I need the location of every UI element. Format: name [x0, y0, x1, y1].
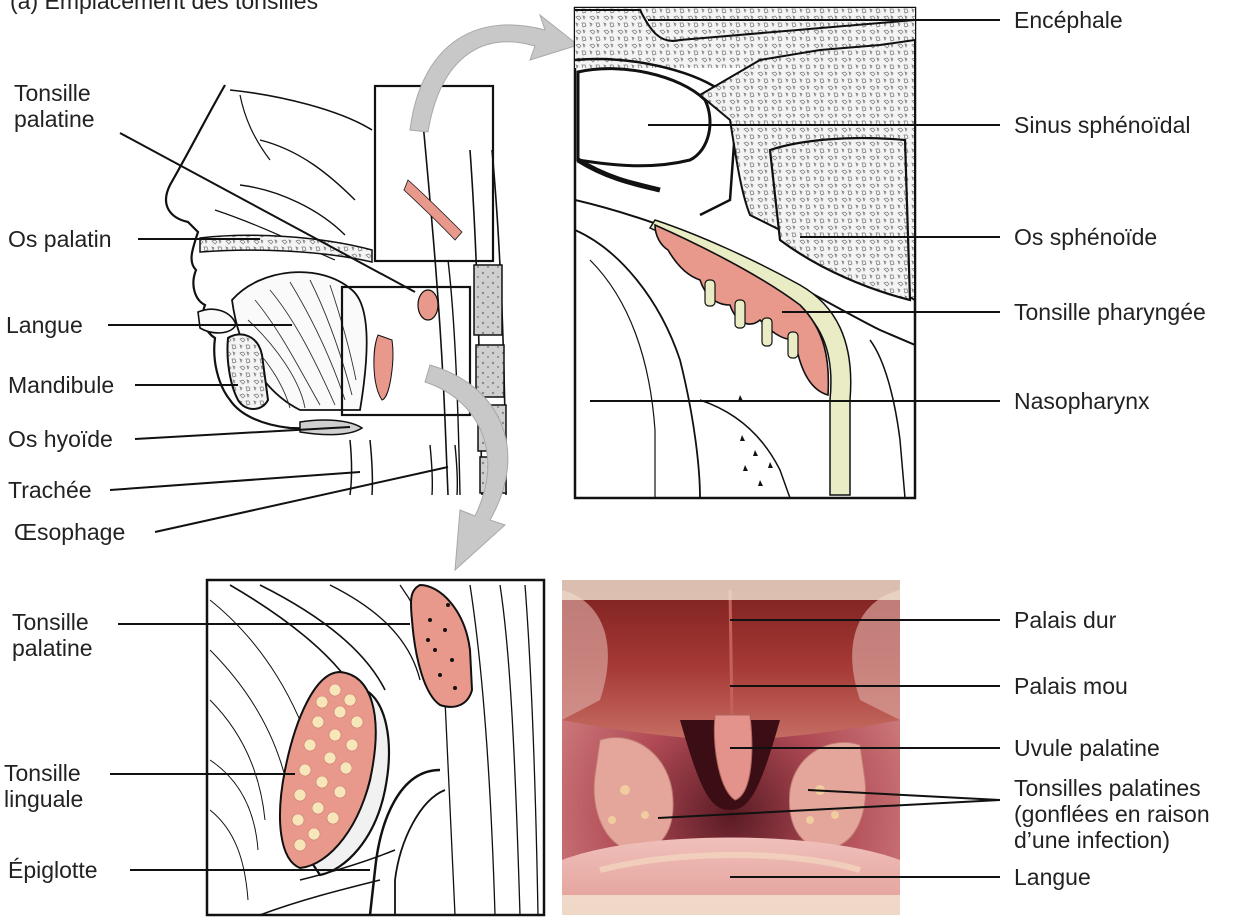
oropharynx-detail-panel	[207, 580, 544, 915]
nasopharynx-detail-panel	[575, 8, 915, 498]
label-tonsilles-palatines: Tonsilles palatines (gonflées en raison …	[1014, 775, 1210, 853]
label-tonsille-pharyngee: Tonsille pharyngée	[1014, 299, 1206, 325]
label-os-hyoide: Os hyoïde	[8, 426, 113, 452]
label-encephale: Encéphale	[1014, 7, 1123, 33]
label-tonsille-palatine-detail: Tonsille palatine	[12, 609, 93, 661]
figure-title: (a) Emplacement des tonsilles	[10, 0, 318, 14]
label-tonsille-palatine-overview: Tonsille palatine	[14, 80, 95, 132]
label-langue-photo: Langue	[1014, 864, 1091, 890]
label-os-palatin: Os palatin	[8, 226, 112, 252]
label-uvule-palatine: Uvule palatine	[1014, 735, 1160, 761]
label-os-sphenoide: Os sphénoïde	[1014, 224, 1157, 250]
label-tonsille-linguale: Tonsille linguale	[4, 760, 83, 812]
label-oesophage: Œsophage	[14, 519, 125, 545]
label-trachee: Trachée	[8, 477, 92, 503]
label-nasopharynx: Nasopharynx	[1014, 388, 1150, 414]
label-palais-dur: Palais dur	[1014, 607, 1116, 633]
label-langue-overview: Langue	[6, 312, 83, 338]
label-epiglotte: Épiglotte	[8, 857, 98, 883]
label-palais-mou: Palais mou	[1014, 673, 1128, 699]
label-mandibule: Mandibule	[8, 372, 114, 398]
label-sinus-sphenoidal: Sinus sphénoïdal	[1014, 112, 1190, 138]
